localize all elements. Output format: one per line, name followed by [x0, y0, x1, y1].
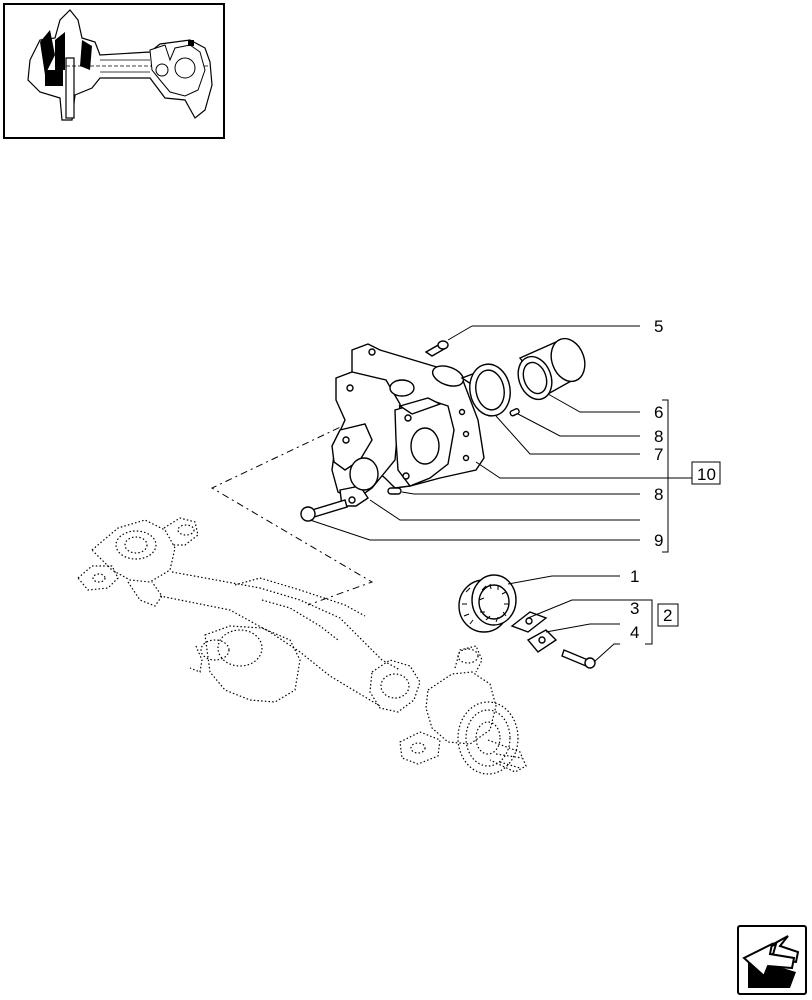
callout-4: 4: [630, 623, 639, 642]
bolt-part-9[interactable]: [300, 499, 348, 522]
callout-labels: 5 6 8 7 8 9 10 1 3 4 2: [630, 317, 721, 642]
callout-2-box[interactable]: 2: [657, 603, 679, 627]
callout-6: 6: [654, 403, 663, 422]
callout-7: 7: [654, 445, 663, 464]
washer-part-3b[interactable]: [526, 629, 558, 653]
callout-10-box[interactable]: 10: [691, 461, 721, 485]
ring-nut-part-1[interactable]: [458, 574, 517, 633]
callout-8-upper: 8: [654, 427, 663, 446]
thumbnail-axle-drawing: [27, 9, 213, 121]
gear-housing: [331, 343, 485, 507]
overview-thumbnail[interactable]: [3, 3, 225, 139]
callout-3: 3: [630, 599, 639, 618]
callout-2: 2: [663, 606, 672, 625]
bushing-part-6[interactable]: [512, 334, 590, 404]
dowel-pin-part-8-upper[interactable]: [509, 408, 520, 417]
dowel-pin-part-8-lower[interactable]: [387, 487, 402, 495]
leader-lines: [309, 325, 692, 663]
seal-ring-part-7[interactable]: [466, 361, 514, 419]
callout-5: 5: [654, 317, 663, 336]
callout-9: 9: [654, 531, 663, 550]
callout-1: 1: [630, 567, 639, 586]
assembly-connection-line: [210, 412, 374, 606]
callout-8-lower: 8: [654, 485, 663, 504]
lock-plate-part-3[interactable]: [510, 611, 548, 633]
screw-part-5[interactable]: [424, 340, 449, 357]
next-page-arrow-icon[interactable]: [737, 925, 807, 995]
callout-10: 10: [697, 465, 716, 484]
axle-housing-dotted: [77, 517, 527, 775]
screw-part-4[interactable]: [561, 649, 596, 669]
